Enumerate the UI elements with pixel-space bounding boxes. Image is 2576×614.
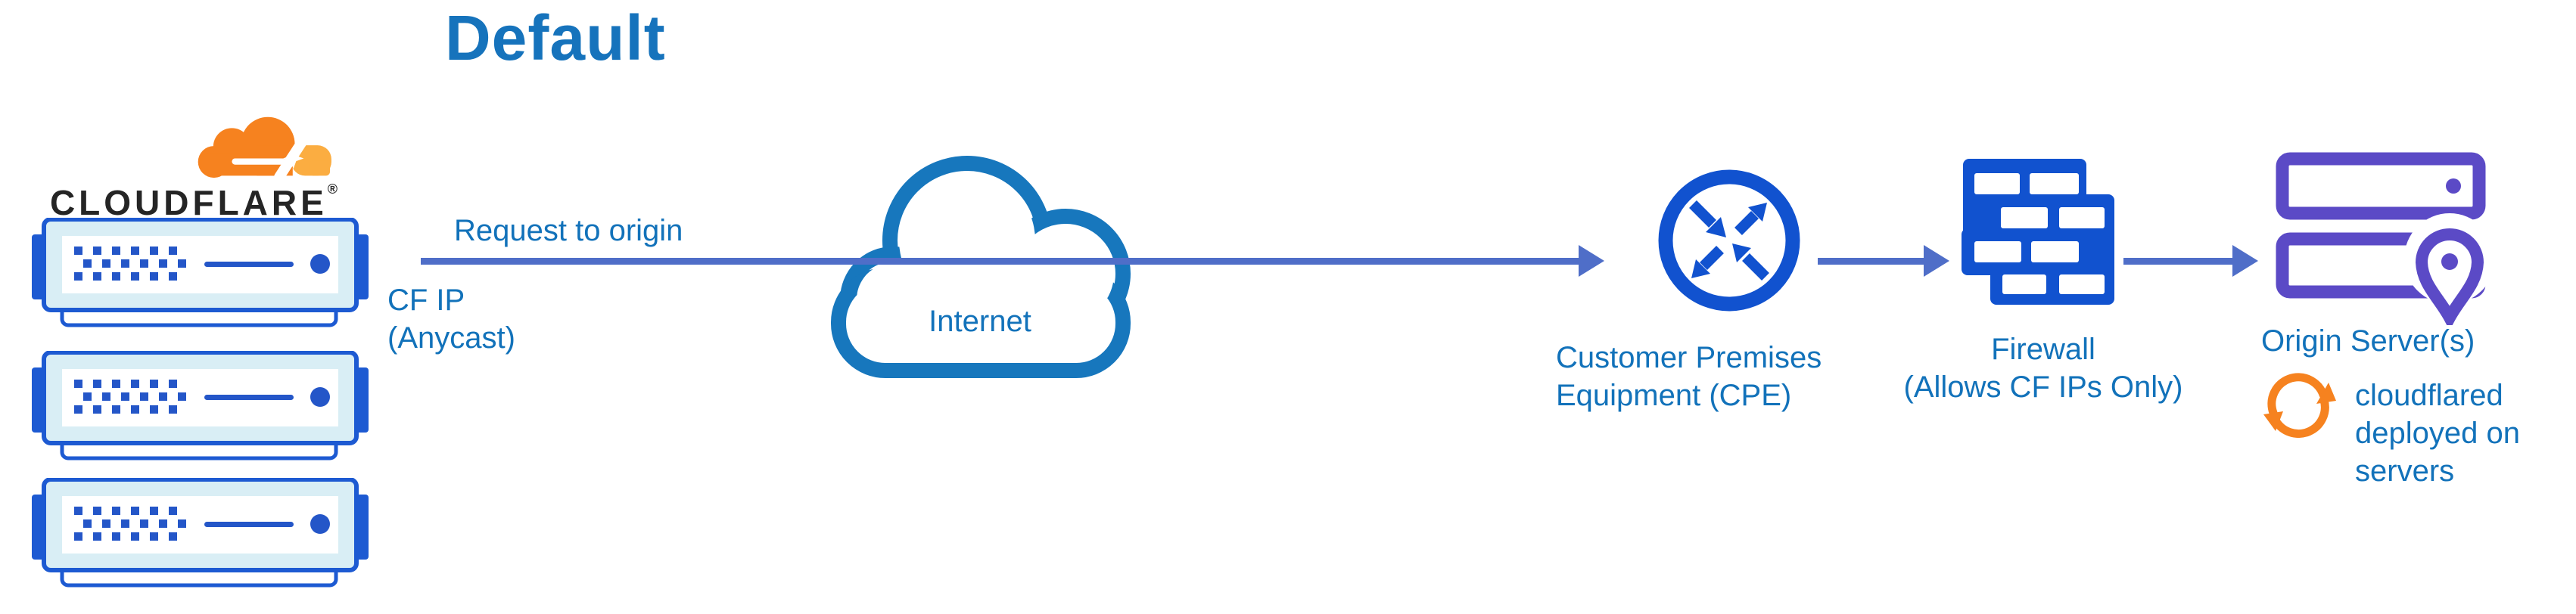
arrow-cpe-to-firewall	[1818, 258, 1924, 265]
cf-ip-line1: CF IP	[387, 284, 465, 317]
internet-label: Internet	[929, 305, 1031, 338]
cloudflare-logo	[188, 104, 347, 189]
firewall-label-line2: (Allows CF IPs Only)	[1903, 371, 2183, 404]
sync-arrows-icon	[2263, 373, 2336, 438]
wordmark-text: CLOUDFLARE	[49, 183, 328, 222]
arrowhead-cpe-to-firewall	[1924, 245, 1949, 277]
firewall-label-line1: Firewall	[1991, 333, 2095, 366]
internet-cloud-icon	[831, 156, 1131, 378]
cf-ip-line2: (Anycast)	[387, 321, 515, 355]
cf-ip-anycast-label: CF IP (Anycast)	[387, 281, 515, 357]
cpe-label-line2: Equipment (CPE)	[1556, 379, 1792, 412]
arrow-firewall-to-origin	[2123, 258, 2232, 265]
registered-mark: ®	[327, 181, 338, 197]
arrowhead-firewall-to-origin	[2232, 245, 2258, 277]
cpe-node	[1652, 163, 1806, 321]
cloudflare-wordmark: CLOUDFLARE®	[42, 181, 346, 223]
firewall-label: Firewall (Allows CF IPs Only)	[1877, 330, 2210, 406]
cloudflared-node	[2253, 364, 2344, 451]
firewall-brick-wall-icon	[1962, 159, 2114, 305]
internet-cloud	[816, 110, 1152, 382]
page-title: Default	[445, 2, 666, 73]
origin-server-location-pin-icon	[2276, 152, 2495, 330]
cloudflare-edge-servers	[32, 351, 369, 464]
cloudflare-edge-servers	[32, 478, 369, 591]
firewall-node	[1955, 151, 2116, 311]
cloudflared-note: cloudflared deployed on servers	[2355, 379, 2520, 488]
edge-server-icon	[32, 218, 369, 327]
edge-server-icon	[32, 478, 369, 588]
edge-server-icon	[32, 351, 369, 460]
request-to-origin-label: Request to origin	[454, 214, 683, 247]
cpe-label-line1: Customer Premises	[1556, 341, 1822, 374]
arrow-request-to-origin	[421, 258, 1579, 265]
cloudflare-edge-servers	[32, 218, 369, 331]
cpe-router-arrows-icon	[1658, 169, 1800, 312]
origin-server-label: Origin Server(s)	[2261, 324, 2475, 358]
arrowhead-request-to-origin	[1579, 245, 1604, 277]
origin-server-node	[2263, 144, 2512, 330]
cloudflare-cloud-icon	[198, 116, 331, 182]
